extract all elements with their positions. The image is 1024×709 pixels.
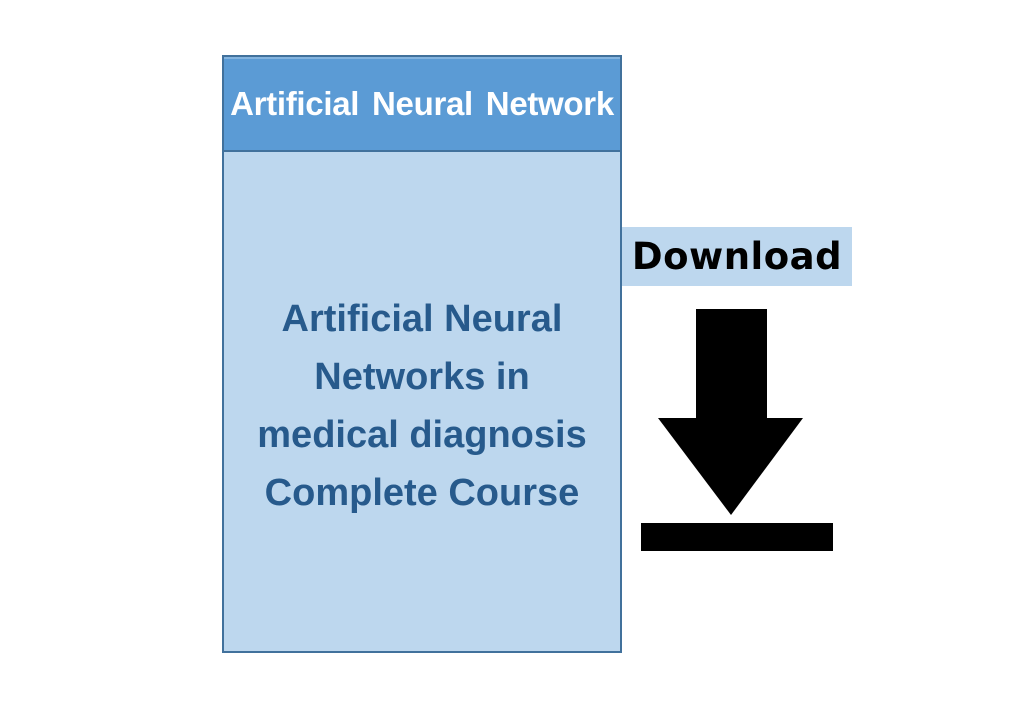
download-label-text: Download [631,235,843,278]
card-header: Artificial Neural Network [224,57,620,152]
download-arrow-button[interactable] [641,305,833,553]
card-title: Artificial Neural Network [230,84,614,122]
ann-course-card: Artificial Neural Network Artificial Neu… [222,55,622,653]
download-button-label[interactable]: Download [622,227,852,286]
download-arrow-icon [641,309,833,551]
course-title-text: Artificial Neural Networks in medical di… [257,297,587,514]
card-body: Artificial Neural Networks in medical di… [224,152,620,651]
